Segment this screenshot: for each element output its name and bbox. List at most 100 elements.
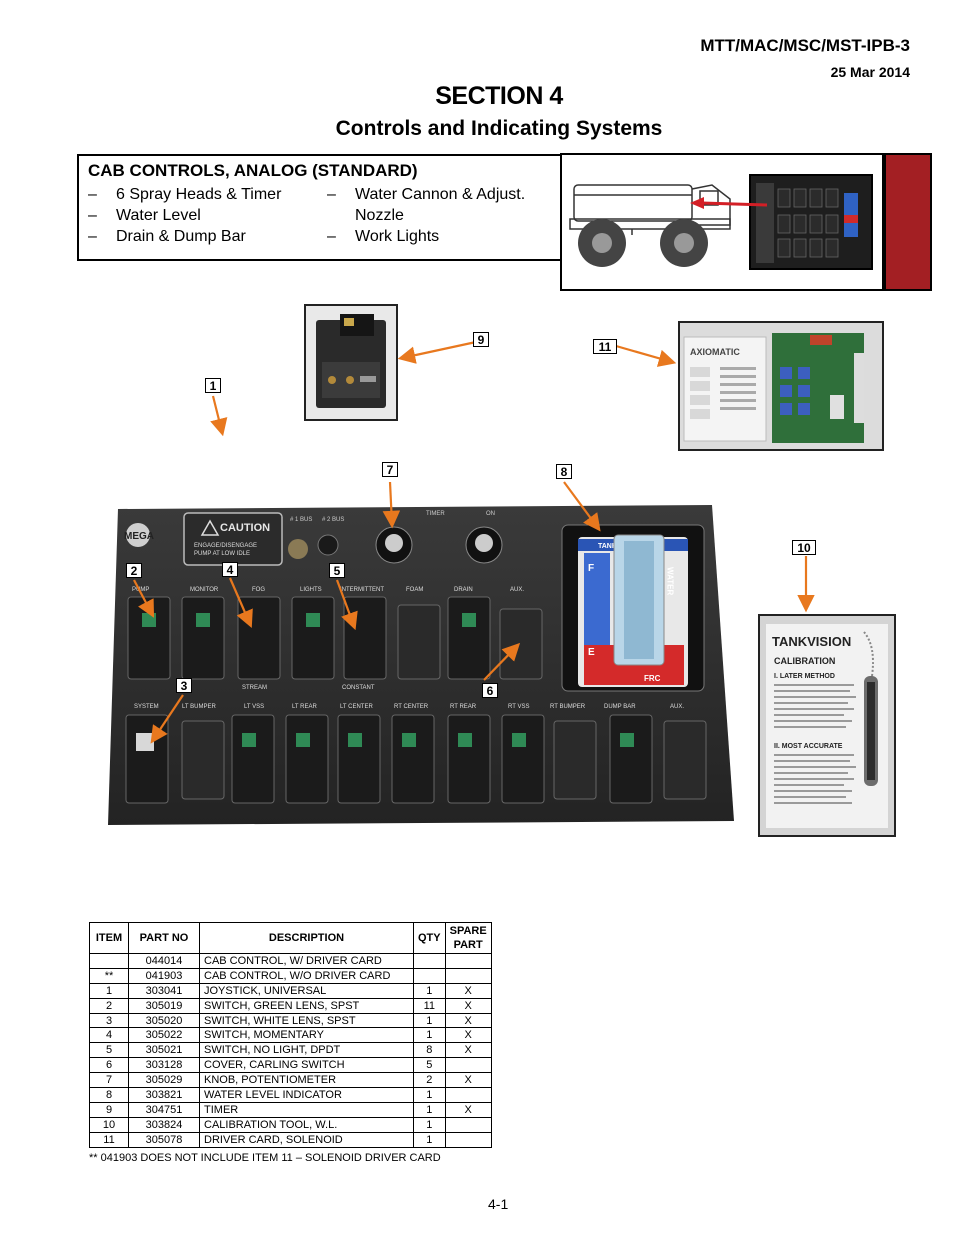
switch-label: LT CENTER [340,704,373,710]
cell-part-no: 044014 [128,953,200,969]
cell-qty: 2 [413,1072,446,1089]
section-subtitle: Controls and Indicating Systems [335,117,663,140]
cell-qty: 1 [413,1087,446,1103]
cell-description: SWITCH, NO LIGHT, DPDT [199,1042,414,1059]
bullet-item: –Water Cannon & Adjust. [327,186,526,203]
switch-label: LT VSS [244,704,264,710]
switch-label: SYSTEM [134,704,159,710]
bullets-right: –Water Cannon & Adjust. Nozzle –Work Lig… [327,184,525,247]
switch-label: DRAIN [454,587,473,593]
cell-qty: 1 [413,1101,446,1118]
bullet-item: Nozzle [355,207,404,224]
cell-description: JOYSTICK, UNIVERSAL [199,982,414,999]
switch-label: LT REAR [292,704,317,710]
cell-qty: 8 [413,1042,446,1059]
callout-3: 3 [176,678,192,693]
switch-label: LT BUMPER [182,704,216,710]
cell-item: 8 [89,1087,129,1103]
gauge-frc: FRC [644,674,661,683]
cell-description: SWITCH, WHITE LENS, SPST [199,1012,414,1029]
gauge-word: WATER [666,567,675,596]
switch-label: AUX. [670,704,684,710]
bullet-item: –Drain & Dump Bar [88,228,246,245]
calibration-tool-photo: TANKVISION CALIBRATION I. LATER METHOD I… [758,614,896,837]
cell-description: KNOB, POTENTIOMETER [199,1072,414,1089]
callout-9: 9 [473,332,489,347]
bus-2-label: # 2 BUS [322,517,344,523]
control-panel-photo: MEGA CAUTION ENGAGE/DISENGAGE PUMP AT LO… [108,505,734,825]
callout-10: 10 [792,540,816,555]
cell-spare-part [444,953,492,969]
cell-item: 9 [89,1101,129,1118]
cell-part-no: 305021 [128,1042,200,1059]
document-date: 25 Mar 2014 [830,64,910,80]
cell-description: DRIVER CARD, SOLENOID [199,1131,414,1148]
cell-part-no: 303821 [128,1087,200,1103]
calib-method-text: I. LATER METHOD [774,673,835,680]
cell-spare-part [444,967,492,984]
cell-part-no: 303128 [128,1057,200,1074]
cell-item: ** [89,967,129,984]
cell-spare-part: X [444,982,492,999]
section-tab [884,153,932,291]
cell-item: 4 [89,1027,129,1044]
panel-brand-text: MEGA [124,531,154,542]
gauge-full: F [588,563,594,574]
timer-label: TIMER [426,511,445,517]
cell-qty: 1 [413,1131,446,1148]
switch-sublabel: STREAM [242,685,267,691]
cell-description: SWITCH, GREEN LENS, SPST [199,997,414,1014]
bullet-item: –Water Level [88,207,201,224]
cell-description: CAB CONTROL, W/ DRIVER CARD [199,953,414,969]
cell-description: CALIBRATION TOOL, W.L. [199,1116,414,1133]
caution-line-1: ENGAGE/DISENGAGE [194,543,257,549]
cell-qty: 1 [413,982,446,999]
cell-spare-part [444,1087,492,1103]
switch-label: INTERMITTENT [340,587,384,593]
callout-2: 2 [126,563,142,578]
gauge-empty: E [588,647,595,658]
cell-part-no: 305019 [128,997,200,1014]
truck-locator-box [560,153,884,291]
cell-description: WATER LEVEL INDICATOR [199,1087,414,1103]
cell-qty: 11 [413,997,446,1014]
cell-spare-part: X [444,997,492,1014]
switch-label: RT BUMPER [550,704,586,710]
calib-accurate-text: II. MOST ACCURATE [774,743,843,750]
switch-label: FOAM [406,587,423,593]
col-part-no: PART NO [128,922,200,954]
info-box: CAB CONTROLS, ANALOG (STANDARD) –6 Spray… [77,154,561,261]
bullet-item: –6 Spray Heads & Timer [88,186,282,203]
table-footnote: ** 041903 DOES NOT INCLUDE ITEM 11 – SOL… [89,1152,441,1164]
switch-label: LIGHTS [300,587,322,593]
cell-qty: 1 [413,1116,446,1133]
callout-7: 7 [382,462,398,477]
callout-6: 6 [482,683,498,698]
callout-1: 1 [205,378,221,393]
driver-card-photo: AXIOMATIC [678,321,884,451]
cell-spare-part: X [444,1027,492,1044]
on-label: ON [486,511,495,517]
switch-label: MONITOR [190,587,219,593]
cell-spare-part: X [444,1101,492,1118]
timer-photo [304,304,398,421]
cell-qty: 1 [413,1027,446,1044]
cell-part-no: 305078 [128,1131,200,1148]
cell-item: 10 [89,1116,129,1133]
caution-line-2: PUMP AT LOW IDLE [194,551,250,557]
callout-5: 5 [329,563,345,578]
caution-text: CAUTION [220,522,270,534]
cell-part-no: 305029 [128,1072,200,1089]
section-title: SECTION 4 [435,82,563,110]
info-box-title: CAB CONTROLS, ANALOG (STANDARD) [88,161,418,180]
switch-label: PUMP [132,587,149,593]
cell-spare-part [444,1131,492,1148]
cell-description: CAB CONTROL, W/O DRIVER CARD [199,967,414,984]
